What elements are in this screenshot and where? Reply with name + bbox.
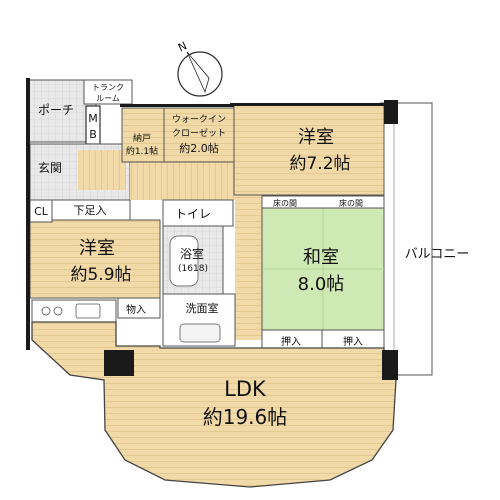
western-room-2-name: 洋室 bbox=[79, 238, 115, 259]
western-room-1 bbox=[233, 104, 385, 196]
mb-label-1: M bbox=[88, 112, 98, 125]
washroom-label: 洗面室 bbox=[186, 301, 219, 315]
bath-size: (1618) bbox=[178, 264, 208, 274]
wash-basin bbox=[179, 323, 221, 343]
closet-1-label: 押入 bbox=[281, 335, 301, 348]
walk-in-closet-size: 約2.0帖 bbox=[179, 141, 219, 155]
trunk-room bbox=[83, 79, 133, 105]
western-room-2-size: 約5.9帖 bbox=[70, 265, 131, 285]
porch-label: ポーチ bbox=[38, 103, 74, 117]
kitchen-counter bbox=[31, 299, 117, 323]
alcove-2-label: 床の間 bbox=[339, 198, 363, 208]
toilet-label: トイレ bbox=[175, 207, 211, 221]
walk-in-closet-label-1: ウォークイン bbox=[172, 114, 226, 125]
balcony bbox=[379, 102, 433, 376]
bath-label: 浴室 bbox=[180, 246, 204, 261]
storage-size: 約1.1帖 bbox=[126, 145, 158, 157]
japanese-room-name: 和室 bbox=[303, 247, 339, 268]
pantry bbox=[117, 297, 161, 319]
shoe-closet-label: 下足入 bbox=[74, 204, 107, 217]
storage-room bbox=[121, 107, 165, 163]
ldk-name: LDK bbox=[224, 377, 267, 401]
western-room-2 bbox=[29, 219, 161, 299]
pantry-label: 物入 bbox=[126, 303, 146, 316]
alcove-strip bbox=[261, 195, 385, 209]
western-room-1-size: 約7.2帖 bbox=[289, 154, 350, 174]
mb-label-2: B bbox=[89, 128, 97, 141]
trunk-room-label-1: トランク bbox=[92, 83, 124, 92]
toilet-room bbox=[162, 199, 234, 227]
walk-in-closet-label-2: クローゼット bbox=[172, 127, 226, 139]
western-room-1-name: 洋室 bbox=[298, 127, 334, 148]
cl-label: CL bbox=[34, 205, 49, 218]
japanese-room bbox=[261, 207, 385, 331]
walk-in-closet bbox=[163, 107, 235, 163]
closet-2-label: 押入 bbox=[343, 335, 363, 348]
entrance-step bbox=[78, 150, 126, 190]
structure-walls bbox=[26, 78, 398, 380]
north-compass: N bbox=[176, 39, 223, 97]
ldk-size: 約19.6帖 bbox=[203, 405, 288, 429]
entrance-label: 玄関 bbox=[38, 160, 62, 175]
bathtub bbox=[169, 235, 199, 287]
trunk-room-label-2: ルーム bbox=[96, 94, 120, 103]
alcove-1-label: 床の間 bbox=[273, 198, 297, 208]
balcony-label: バルコニー bbox=[405, 247, 470, 262]
japanese-room-size: 8.0帖 bbox=[298, 274, 345, 295]
storage-name: 納戸 bbox=[133, 132, 151, 144]
